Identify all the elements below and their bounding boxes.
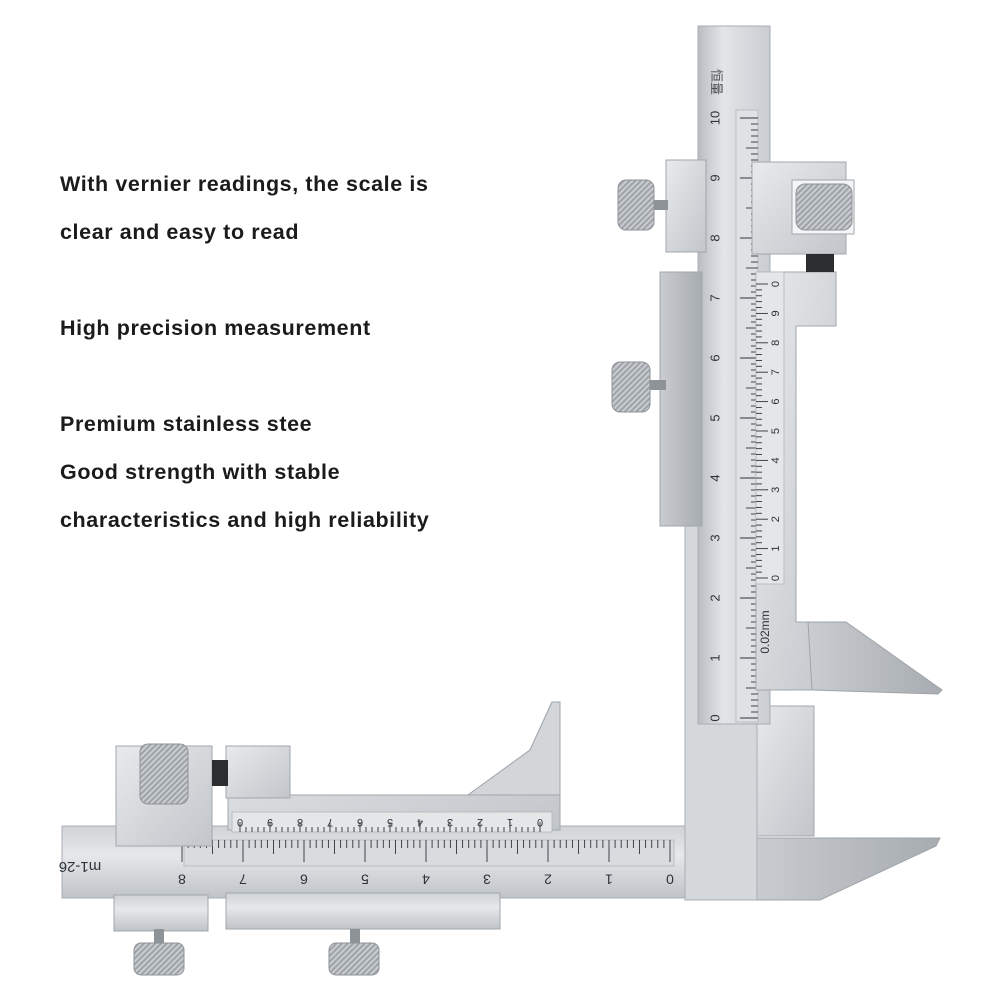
horizontal-lock-screws [133,929,380,976]
feature-line-reliability: characteristics and high reliability [60,508,430,532]
vertical-vernier-number: 2 [770,516,782,522]
vertical-vernier-number: 4 [770,457,782,463]
vertical-vernier-number: 6 [770,399,782,405]
vertical-main-number: 7 [707,294,722,301]
horizontal-vernier-number: 7 [327,816,333,828]
vertical-vernier-number: 9 [770,310,782,316]
vertical-main-number: 10 [707,111,722,125]
vertical-main-scale-numbers: 0 1 2 3 4 5 6 7 8 9 10 [707,111,722,722]
lock-pin-icon [212,760,228,786]
vertical-vernier-slider: 0 1 2 3 4 5 6 7 8 9 0 0.02mm [659,271,837,691]
vertical-vernier-number: 0 [770,575,782,581]
horizontal-vernier-slider: 0 1 2 3 4 5 6 7 8 9 0 m1-26 [59,701,561,930]
horizontal-vernier-number: 4 [417,816,423,828]
horizontal-vernier-number: 9 [267,816,273,828]
knurled-wheel-icon [139,743,189,805]
brand-mark: 恒量 [708,69,723,95]
lock-pin-icon [806,254,834,272]
horizontal-vernier-scale-numbers: 0 1 2 3 4 5 6 7 8 9 0 [237,816,543,828]
thumb-screw-icon [328,942,380,976]
horizontal-vernier-number: 0 [537,816,543,828]
vertical-main-number: 4 [707,474,722,481]
horizontal-vernier-number: 8 [297,816,303,828]
horizontal-jaw [751,705,941,901]
horizontal-vernier-number: 3 [447,816,453,828]
vertical-main-number: 0 [707,714,722,721]
horizontal-vernier-number: 1 [507,816,513,828]
horizontal-main-number: 4 [422,871,430,887]
vertical-vernier-number: 5 [770,428,782,434]
vertical-main-number: 2 [707,594,722,601]
vertical-main-number: 1 [707,654,722,661]
vertical-vernier-number: 8 [770,340,782,346]
horizontal-vernier-number: 5 [387,816,393,828]
vertical-vernier-number: 7 [770,369,782,375]
horizontal-vernier-scale-ticks [239,822,541,832]
vertical-vernier-number: 0 [770,281,782,287]
horizontal-fine-adjust-block [113,743,228,932]
vertical-main-number: 8 [707,234,722,241]
thumb-screw-icon [617,179,655,231]
vertical-vernier-scale-ticks [756,283,768,579]
knurled-wheel-icon [795,183,853,231]
horizontal-model-label: m1-26 [59,858,102,875]
horizontal-vernier-number: 0 [237,816,243,828]
vertical-main-number: 5 [707,414,722,421]
feature-line-vernier: With vernier readings, the scale is [60,172,429,196]
vertical-vernier-number: 3 [770,487,782,493]
horizontal-main-number: 0 [666,871,674,887]
feature-line-precision: High precision measurement [60,316,371,340]
horizontal-vernier-number: 2 [477,816,483,828]
horizontal-main-number: 3 [483,871,491,887]
vertical-jaw [807,621,943,695]
vertical-fine-adjust-block [611,159,855,413]
horizontal-main-number: 1 [605,871,613,887]
vertical-main-number: 3 [707,534,722,541]
horizontal-main-scale-numbers: 0 1 2 3 4 5 6 7 8 [178,871,674,887]
feature-line-material: Premium stainless stee [60,412,313,436]
feature-line-strength: Good strength with stable [60,460,341,484]
horizontal-main-number: 8 [178,871,186,887]
horizontal-main-number: 2 [544,871,552,887]
feature-line-readable: clear and easy to read [60,220,300,244]
vertical-main-number: 9 [707,174,722,181]
horizontal-main-number: 5 [361,871,369,887]
vertical-main-number: 6 [707,354,722,361]
vertical-vernier-number: 1 [770,546,782,552]
resolution-label: 0.02mm [758,610,772,653]
vertical-vernier-scale-numbers: 0 1 2 3 4 5 6 7 8 9 0 [770,281,782,581]
thumb-screw-icon [611,361,651,413]
horizontal-main-number: 6 [300,871,308,887]
horizontal-main-number: 7 [239,871,247,887]
horizontal-vernier-number: 6 [357,816,363,828]
thumb-screw-icon [133,942,185,976]
